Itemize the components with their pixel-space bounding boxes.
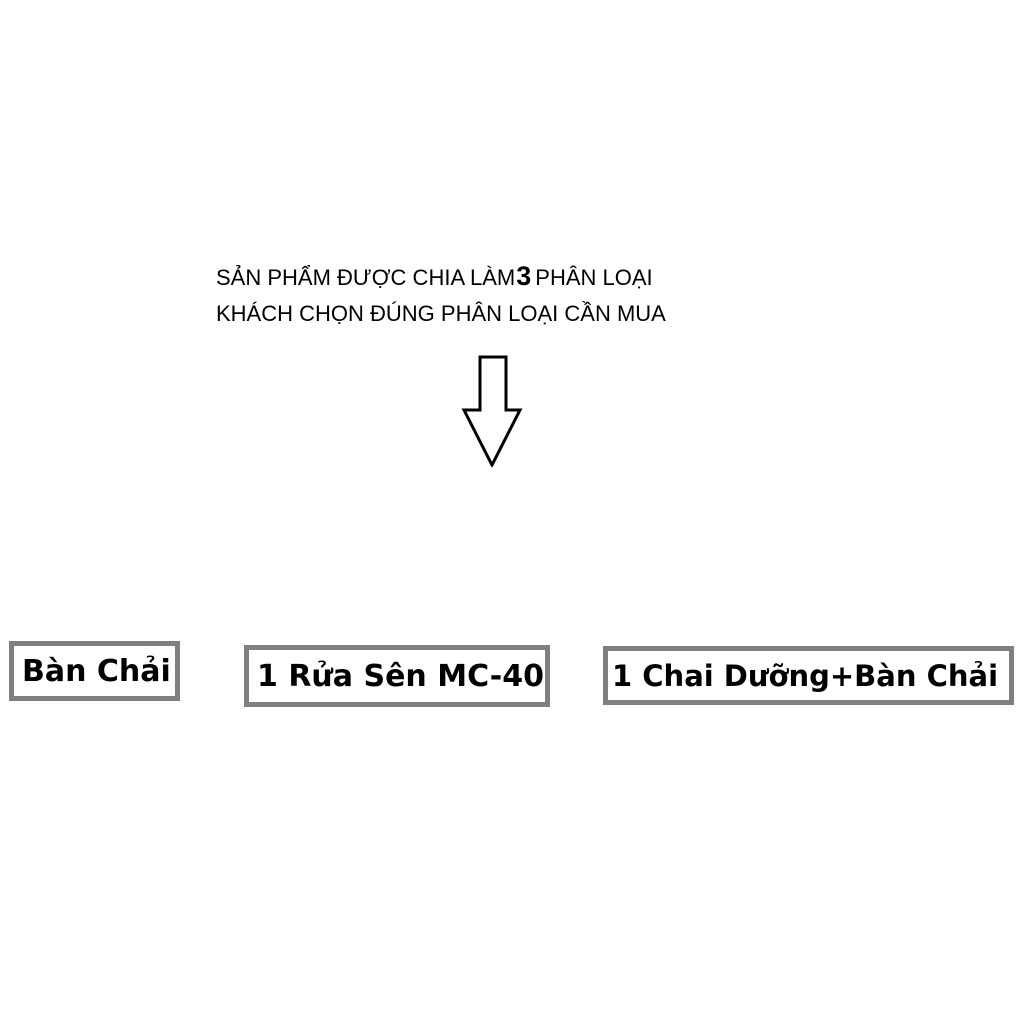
instruction-line-2: KHÁCH CHỌN ĐÚNG PHÂN LOẠI CẦN MUA <box>216 301 666 326</box>
option-chain-cleaner[interactable]: 1 Rửa Sên MC-40 <box>244 645 550 707</box>
option-brush-label: Bàn Chải <box>22 653 171 689</box>
instruction-line-1-suffix: PHÂN LOẠI <box>535 265 653 290</box>
instruction-line-1-prefix: SẢN PHẨM ĐƯỢC CHIA LÀM <box>216 265 516 290</box>
option-lube-and-brush[interactable]: 1 Chai Dưỡng+Bàn Chải <box>603 646 1014 705</box>
option-chain-cleaner-label: 1 Rửa Sên MC-40 <box>257 658 544 694</box>
category-count: 3 <box>516 261 532 291</box>
down-arrow-icon <box>461 355 523 467</box>
option-brush[interactable]: Bàn Chải <box>9 641 180 701</box>
option-lube-and-brush-label: 1 Chai Dưỡng+Bàn Chải <box>612 658 999 693</box>
